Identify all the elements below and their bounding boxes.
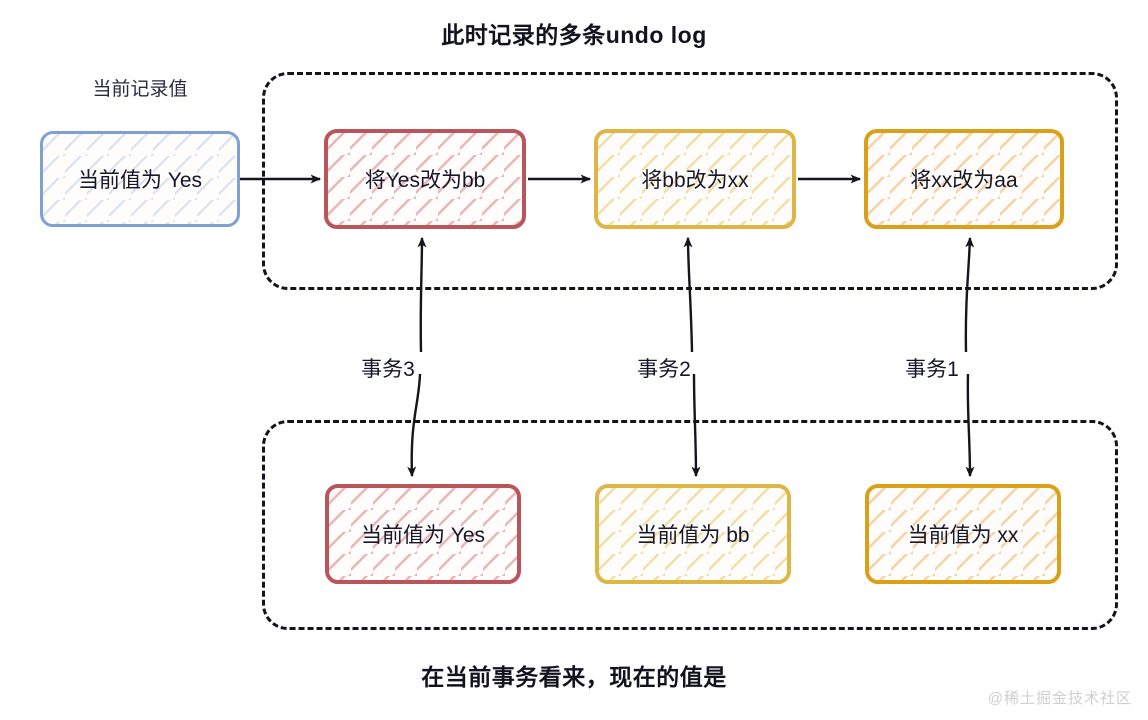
node-undo-log-2[interactable]: 将bb改为xx — [594, 129, 796, 229]
node-undo-log-3[interactable]: 将xx改为aa — [864, 129, 1064, 229]
node-label: 将bb改为xx — [641, 169, 749, 192]
node-label: 当前值为 Yes — [360, 524, 486, 547]
node-undo-log-1[interactable]: 将Yes改为bb — [324, 129, 526, 229]
node-label: 当前值为 Yes — [77, 169, 203, 192]
visible-value-group-container — [262, 420, 1118, 630]
footer-caption: 在当前事务看来，现在的值是 — [421, 664, 727, 690]
node-current-record-value[interactable]: 当前值为 Yes — [40, 131, 240, 227]
watermark: @稀土掘金技术社区 — [987, 690, 1132, 707]
transaction-label-3: 事务3 — [361, 358, 415, 381]
node-label: 将xx改为aa — [910, 169, 1018, 192]
node-label: 当前值为 bb — [636, 524, 750, 547]
node-visible-value-2[interactable]: 当前值为 bb — [595, 484, 791, 584]
page-title: 此时记录的多条undo log — [441, 22, 707, 48]
current-record-label: 当前记录值 — [92, 79, 188, 100]
node-visible-value-3[interactable]: 当前值为 xx — [865, 484, 1061, 584]
node-visible-value-1[interactable]: 当前值为 Yes — [325, 484, 521, 584]
node-label: 将Yes改为bb — [364, 169, 486, 192]
node-label: 当前值为 xx — [907, 524, 1019, 547]
transaction-label-1: 事务1 — [905, 358, 959, 381]
transaction-label-2: 事务2 — [637, 358, 691, 381]
